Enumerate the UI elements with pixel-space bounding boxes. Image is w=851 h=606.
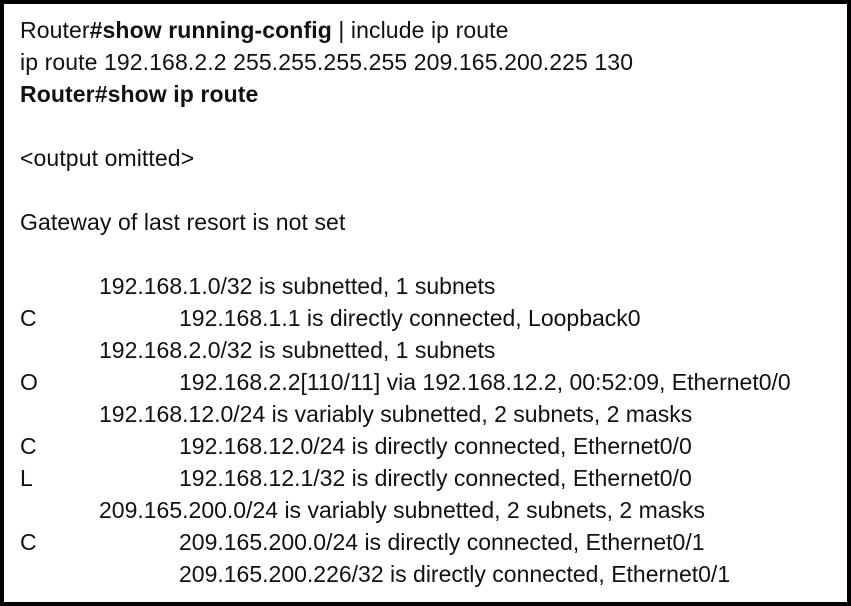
route-text-cell: 192.168.2.0/32 is subnetted, 1 subnets	[99, 337, 496, 363]
gateway-of-last-resort: Gateway of last resort is not set	[20, 209, 346, 235]
output-omitted-marker: <output omitted>	[20, 145, 195, 171]
route-text-cell: 192.168.1.1 is directly connected, Loopb…	[179, 305, 641, 331]
route-table-row: C 209.165.200.0/24 is directly connected,…	[20, 526, 847, 558]
route-code-cell: O	[20, 369, 38, 395]
route-text-cell: 192.168.1.0/32 is subnetted, 1 subnets	[99, 273, 496, 299]
config-output-ip-route: ip route 192.168.2.2 255.255.255.255 209…	[20, 49, 634, 75]
route-table-row: O 192.168.2.2[110/11] via 192.168.12.2, 0…	[20, 366, 847, 398]
blank-line-2	[20, 174, 847, 206]
route-text-cell: 192.168.12.1/32 is directly connected, E…	[179, 465, 692, 491]
blank-line-3	[20, 238, 847, 270]
command-line-show-running-config: Router#show running-config | include ip …	[20, 14, 847, 46]
route-text-cell: 209.165.200.0/24 is directly connected, …	[179, 529, 705, 555]
route-text-cell: 192.168.2.2[110/11] via 192.168.12.2, 00…	[179, 369, 791, 395]
route-table-row: L 192.168.12.1/32 is directly connected, …	[20, 462, 847, 494]
route-text-cell: 192.168.12.0/24 is directly connected, E…	[179, 433, 692, 459]
blank-line-1	[20, 110, 847, 142]
route-text-cell: 209.165.200.0/24 is variably subnetted, …	[99, 497, 706, 523]
route-text-cell: 209.165.200.226/32 is directly connected…	[179, 561, 731, 587]
route-code-cell: C	[20, 433, 37, 459]
route-code-cell: C	[20, 529, 37, 555]
router-prompt-command: #show running-config	[89, 17, 332, 43]
route-table-row: C 192.168.1.1 is directly connected, Loop…	[20, 302, 847, 334]
route-table-row: 209.165.200.226/32 is directly connected…	[20, 558, 847, 590]
route-table-row: 192.168.12.0/24 is variably subnetted, 2…	[20, 398, 847, 430]
route-code-cell: L	[20, 465, 33, 491]
route-table-row: 209.165.200.0/24 is variably subnetted, …	[20, 494, 847, 526]
route-text-cell: 192.168.12.0/24 is variably subnetted, 2…	[99, 401, 693, 427]
route-code-cell: C	[20, 305, 37, 331]
route-table-row: C 192.168.12.0/24 is directly connected, …	[20, 430, 847, 462]
command-line-show-ip-route: Router#show ip route	[20, 81, 259, 107]
route-table-row: 192.168.1.0/32 is subnetted, 1 subnets	[20, 270, 847, 302]
router-prompt-host: Router	[20, 17, 90, 43]
router-prompt-pipe-filter: | include ip route	[331, 17, 509, 43]
route-table-row: 192.168.2.0/32 is subnetted, 1 subnets	[20, 334, 847, 366]
